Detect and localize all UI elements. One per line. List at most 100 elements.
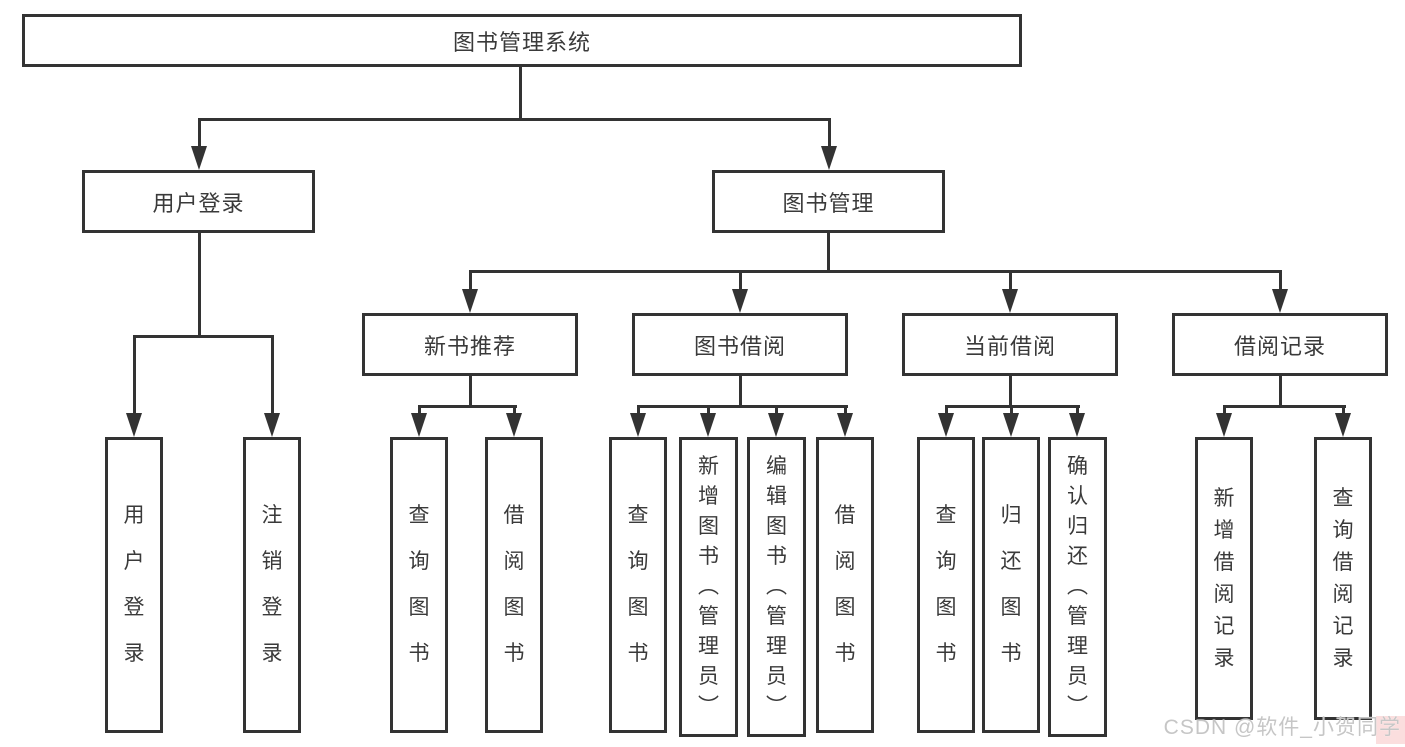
label-glyph: 图 [503, 596, 525, 619]
node-library-system: 图书管理系统 [22, 14, 1022, 67]
node-new-book-recommend: 新书推荐 [362, 313, 578, 376]
vertical-label: 借阅图书 [835, 493, 856, 677]
leaf-query-borrow-record: 查询借阅记录 [1314, 437, 1372, 720]
arrow-head [264, 413, 280, 437]
arrow-down-icon [506, 405, 522, 437]
arrow-head [700, 413, 716, 437]
label-glyph: 图 [834, 596, 856, 619]
label-glyph: 阅 [1332, 582, 1354, 606]
label-glyph: 增 [1213, 518, 1235, 542]
label-glyph: 归 [1067, 515, 1088, 538]
label-glyph: 管 [1067, 605, 1088, 628]
label-glyph: 还 [1000, 550, 1022, 573]
label-glyph: 记 [1213, 614, 1235, 638]
label-glyph: 书 [766, 545, 787, 568]
label-glyph: 询 [935, 550, 957, 573]
label-glyph: 借 [1213, 550, 1235, 574]
arrow-down-icon [938, 405, 954, 437]
arrow-head [630, 413, 646, 437]
arrow-shaft [636, 405, 640, 415]
label-glyph: 图 [627, 596, 649, 619]
connector-line [1279, 376, 1282, 407]
leaf-query-books: 查询图书 [609, 437, 667, 733]
arrow-shaft [512, 405, 516, 415]
vertical-label: 借阅图书 [504, 493, 525, 677]
leaf-borrow-books: 借阅图书 [485, 437, 543, 733]
arrow-shaft [738, 270, 742, 291]
label-glyph: ︵ [766, 575, 787, 598]
arrow-down-icon [1002, 270, 1018, 313]
label-glyph: 书 [408, 642, 430, 665]
arrow-down-icon [462, 270, 478, 313]
label-glyph: 新 [698, 455, 719, 478]
arrow-shaft [132, 335, 136, 415]
arrow-head [837, 413, 853, 437]
label-glyph: 录 [1213, 646, 1235, 670]
vertical-label: 注销登录 [262, 493, 283, 677]
arrow-down-icon [1003, 405, 1019, 437]
connector-line [198, 118, 831, 121]
leaf-borrow-books: 借阅图书 [816, 437, 874, 733]
node-book-management: 图书管理 [712, 170, 945, 233]
connector-line [469, 270, 1282, 273]
label-glyph: 图 [698, 515, 719, 538]
label-glyph: 理 [766, 635, 787, 658]
connector-line [418, 405, 517, 408]
arrow-down-icon [1216, 405, 1232, 437]
label-glyph: 登 [123, 596, 145, 619]
arrow-head [1002, 289, 1018, 313]
label-glyph: ︶ [766, 695, 787, 718]
label-glyph: 查 [935, 504, 957, 527]
arrow-head [768, 413, 784, 437]
leaf-add-book-admin: 新增图书︵管理员︶ [679, 437, 738, 737]
leaf-query-books: 查询图书 [917, 437, 975, 733]
arrow-head [821, 146, 837, 170]
connector-line [198, 233, 201, 337]
arrow-down-icon [191, 118, 207, 170]
leaf-edit-book-admin: 编辑图书︵管理员︶ [747, 437, 806, 737]
label-glyph: 员 [766, 665, 787, 688]
label-glyph: ︵ [1067, 575, 1088, 598]
label-glyph: 归 [1000, 504, 1022, 527]
arrow-shaft [197, 118, 201, 148]
label-glyph: 书 [503, 642, 525, 665]
arrow-shaft [843, 405, 847, 415]
arrow-shaft [1008, 270, 1012, 291]
leaf-confirm-return-admin: 确认归还︵管理员︶ [1048, 437, 1107, 737]
arrow-down-icon [1069, 405, 1085, 437]
arrow-down-icon [1272, 270, 1288, 313]
arrow-shaft [1222, 405, 1226, 415]
vertical-label: 查询借阅记录 [1333, 483, 1354, 675]
arrow-head [732, 289, 748, 313]
arrow-down-icon [821, 118, 837, 170]
label-glyph: 管 [766, 605, 787, 628]
label-glyph: 阅 [503, 550, 525, 573]
label-glyph: 还 [1067, 545, 1088, 568]
label-glyph: 借 [503, 504, 525, 527]
label-glyph: 记 [1332, 614, 1354, 638]
arrow-down-icon [732, 270, 748, 313]
label-glyph: 理 [698, 635, 719, 658]
connector-line [945, 405, 1080, 408]
label-glyph: 户 [123, 550, 145, 573]
vertical-label: 用户登录 [124, 493, 145, 677]
leaf-query-books: 查询图书 [390, 437, 448, 733]
label-glyph: 管 [698, 605, 719, 628]
arrow-shaft [827, 118, 831, 148]
arrow-head [126, 413, 142, 437]
node-label: 当前借阅 [963, 333, 1056, 359]
vertical-label: 编辑图书︵管理员︶ [766, 452, 787, 722]
node-label: 借阅记录 [1233, 333, 1326, 359]
watermark-text: CSDN @软件_小贺同学 [1163, 716, 1401, 739]
vertical-label: 新增借阅记录 [1214, 483, 1235, 675]
arrow-shaft [774, 405, 778, 415]
arrow-shaft [944, 405, 948, 415]
arrow-shaft [706, 405, 710, 415]
label-glyph: 新 [1213, 486, 1235, 510]
arrow-down-icon [126, 335, 142, 437]
node-user-login: 用户登录 [82, 170, 315, 233]
label-glyph: 认 [1067, 485, 1088, 508]
arrow-head [506, 413, 522, 437]
watermark-highlight [1376, 716, 1405, 744]
